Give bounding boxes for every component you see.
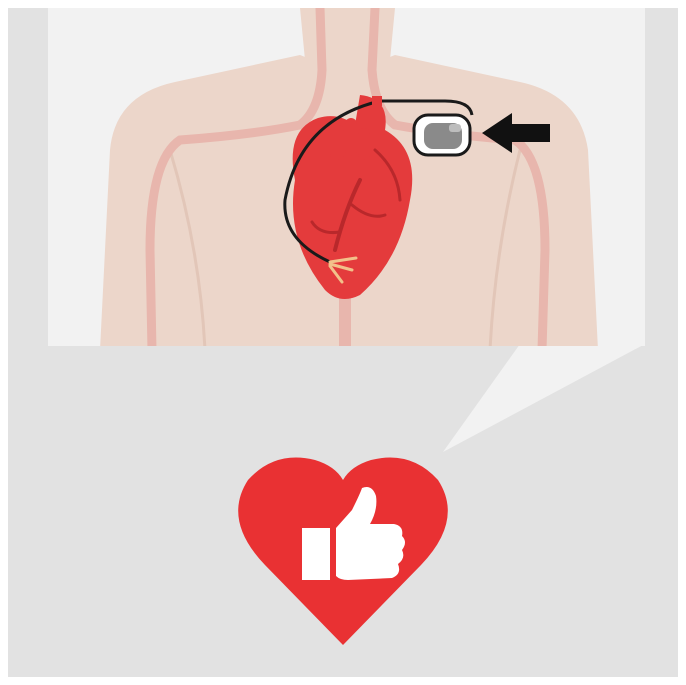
pacemaker-device bbox=[414, 115, 470, 155]
